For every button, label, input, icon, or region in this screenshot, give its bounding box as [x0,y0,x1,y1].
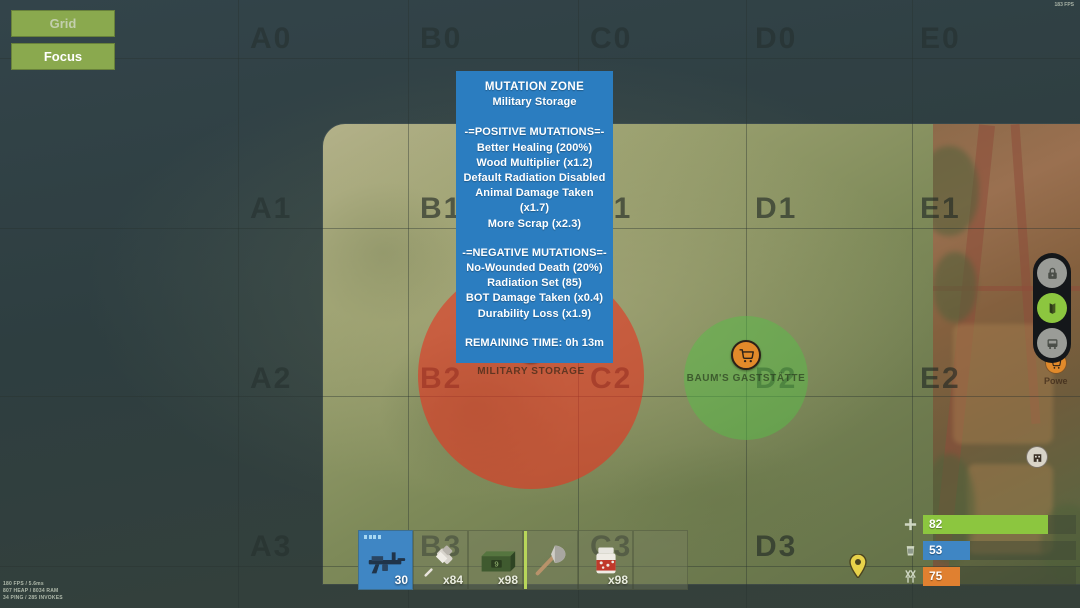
health-bar-value: 82 [929,516,943,531]
debug-line-1: 807 HEAP / 8034 RAM [3,588,59,594]
tooltip-positive-item-4: More Scrap (x2.3) [487,217,582,230]
vehicle-icon [1044,335,1061,352]
tooltip-subtitle: Military Storage [492,96,577,109]
poi-landmark[interactable] [1026,446,1048,468]
slot-rail [524,531,527,589]
focus-button[interactable]: Focus [11,43,115,70]
water-cup-icon [900,541,920,559]
item-quantity: x98 [497,573,518,587]
tooltip-title: MUTATION ZONE [484,81,585,93]
map-button[interactable] [1037,293,1067,323]
tooltip-negative-item-0: No-Wounded Death (20%) [466,262,603,275]
lock-icon [1044,265,1061,282]
health-bar-fill [923,514,1049,534]
map-control-buttons: Grid Focus [11,10,115,70]
water-bar-fill [923,540,971,560]
water-bar: 53 [900,540,1076,560]
debug-line-2: 34 PING / 285 INVOKES [3,595,63,601]
tooltip-positive-list: Better Healing (200%) Wood Multiplier (x1… [462,141,607,232]
food-bar-value: 75 [929,568,943,583]
item-quantity: x98 [607,573,628,587]
tooltip-negative-item-2: BOT Damage Taken (x0.4) [465,292,604,305]
safe-zone-green[interactable] [684,316,808,440]
mutation-zone-tooltip: MUTATION ZONE Military Storage -=POSITIV… [456,71,613,364]
slot-syringe[interactable]: x84 [413,530,468,590]
rifle-icon [363,537,409,583]
tooltip-positive-item-3: Animal Damage Taken (x1.7) [475,187,594,215]
vehicle-button[interactable] [1037,328,1067,358]
durability-indicator [364,535,381,539]
lock-button[interactable] [1037,258,1067,288]
slot-empty[interactable] [633,530,688,590]
fps-counter: 183 FPS [1054,2,1074,8]
tooltip-remaining-time: REMAINING TIME: 0h 13m [464,336,605,349]
tooltip-negative-header: -=NEGATIVE MUTATIONS=- [462,246,607,259]
ammobox-icon: 9 [473,537,519,583]
tooltip-positive-item-2: Default Radiation Disabled [463,172,606,185]
map-mode-buttons [1033,253,1071,363]
slot-rifle[interactable]: 30 [358,530,413,590]
syringe-icon [418,537,464,583]
tooltip-positive-item-0: Better Healing (200%) [476,141,593,154]
debug-line-0: 180 FPS / 5.6ms [3,581,44,587]
food-bar: 75 [900,566,1076,586]
tooltip-negative-item-3: Durability Loss (x1.9) [477,307,592,320]
water-bar-track: 53 [923,540,1076,560]
food-bar-fill [923,566,960,586]
map-terrain-region [933,124,1080,584]
item-quantity: 30 [394,573,408,587]
food-bar-track: 75 [923,566,1076,586]
tooltip-negative-item-1: Radiation Set (85) [487,277,582,290]
poi-power-station-label: Powe [1044,376,1068,386]
food-cutlery-icon [900,567,920,585]
building-icon [1026,446,1048,468]
tooltip-positive-item-1: Wood Multiplier (x1.2) [476,156,593,169]
svg-text:9: 9 [494,560,498,569]
item-quantity: x84 [442,573,463,587]
slot-hatchet[interactable] [523,530,578,590]
player-stats: 82 53 75 [900,514,1076,592]
map-icon [1044,300,1061,317]
health-cross-icon [900,515,920,533]
water-bar-value: 53 [929,542,943,557]
medicine-icon [583,537,629,583]
health-bar: 82 [900,514,1076,534]
slot-medicine[interactable]: x98 [578,530,633,590]
grid-toggle-button[interactable]: Grid [11,10,115,37]
waypoint-pin[interactable] [849,554,867,578]
health-bar-track: 82 [923,514,1076,534]
hatchet-icon [528,537,574,583]
tooltip-positive-header: -=POSITIVE MUTATIONS=- [464,126,605,139]
tooltip-negative-list: No-Wounded Death (20%) Radiation Set (85)… [462,261,607,322]
